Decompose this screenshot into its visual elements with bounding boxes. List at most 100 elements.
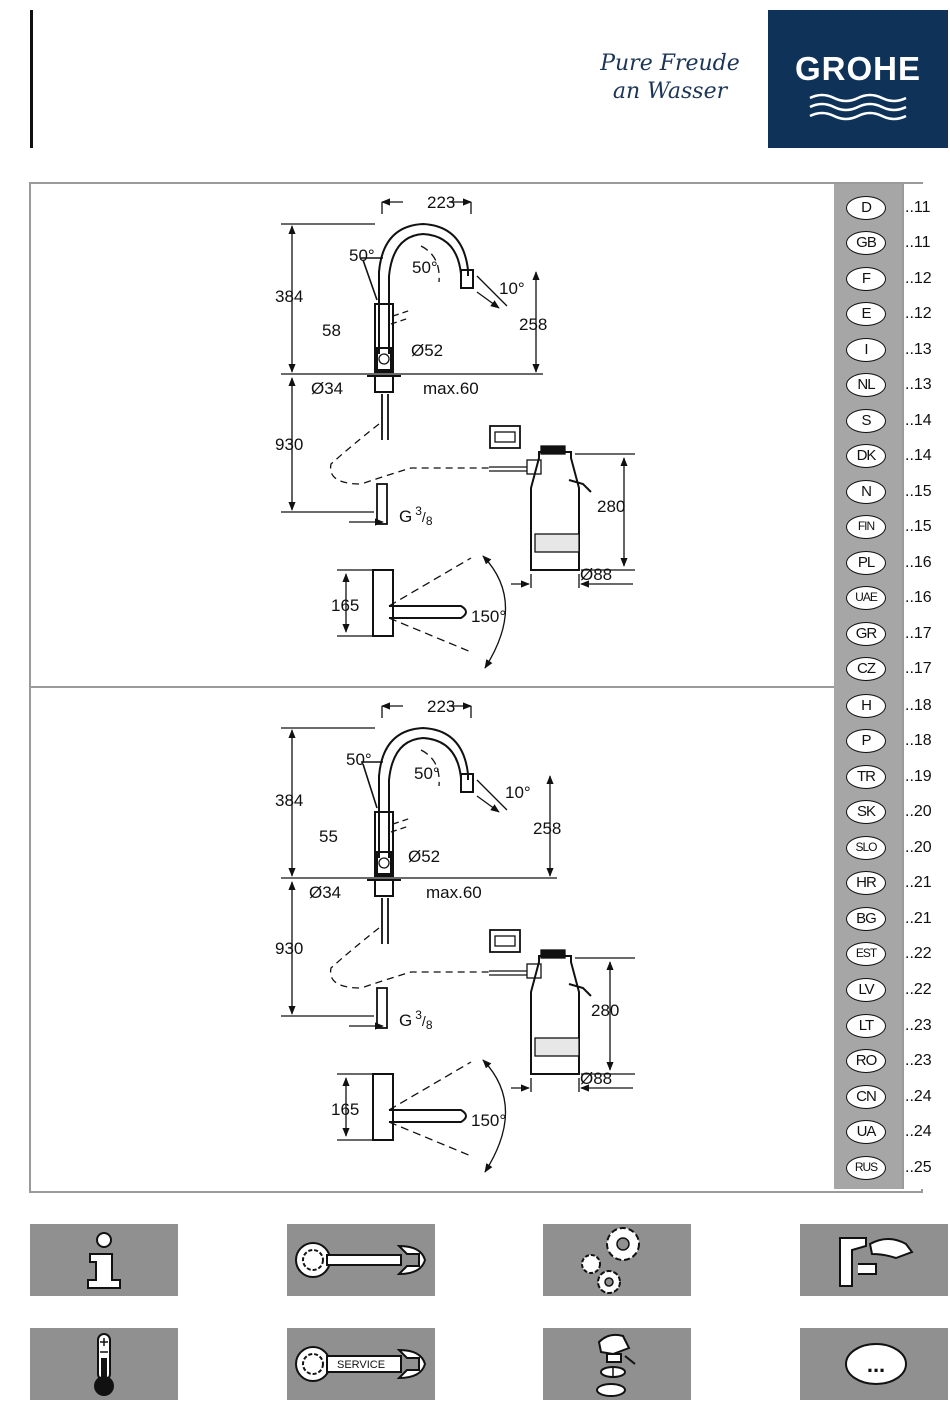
temperature-icon xyxy=(94,1333,114,1396)
brand-slogan: Pure Freude an Wasser xyxy=(560,50,780,106)
language-badge[interactable]: GR xyxy=(846,622,886,646)
service-tile[interactable]: SERVICE xyxy=(287,1328,435,1400)
language-badge[interactable]: N xyxy=(846,480,886,504)
dimension-label: 50° xyxy=(349,246,375,265)
thread-denominator: 8 xyxy=(426,1018,433,1032)
language-badge[interactable]: DK xyxy=(846,444,886,468)
page-reference: ..16 xyxy=(905,554,932,571)
installation-tile[interactable] xyxy=(287,1224,435,1296)
thread-prefix: G xyxy=(399,1011,412,1030)
slogan-line-1: Pure Freude xyxy=(600,51,740,76)
language-badge[interactable]: PL xyxy=(846,551,886,575)
slogan-line-2: an Wasser xyxy=(612,79,728,104)
language-badge[interactable]: SK xyxy=(846,800,886,824)
language-badge[interactable]: H xyxy=(846,694,886,718)
page-reference: ..13 xyxy=(905,341,932,358)
language-badge[interactable]: GB xyxy=(846,231,886,255)
dimension-label: Ø52 xyxy=(411,341,443,360)
page-reference: ..16 xyxy=(905,589,932,606)
technical-drawing-variant-2: 223 50° 50° 384 10° 258 55 Ø52 Ø34 max.6… xyxy=(31,688,834,1191)
information-icon xyxy=(87,1232,121,1289)
dimension-label: 280 xyxy=(597,497,625,516)
dimension-label: max.60 xyxy=(426,883,482,902)
thread-numerator: 3 xyxy=(415,504,422,518)
page-reference: ..12 xyxy=(905,270,932,287)
language-badge[interactable]: D xyxy=(846,196,886,220)
frame-divider xyxy=(29,686,834,688)
dimension-label: 930 xyxy=(275,435,303,454)
logo-wordmark: GROHE xyxy=(794,50,921,87)
language-badge[interactable]: F xyxy=(846,267,886,291)
language-badge[interactable]: S xyxy=(846,409,886,433)
page-reference: ..24 xyxy=(905,1088,932,1105)
language-column xyxy=(834,184,902,1189)
language-badge[interactable]: BG xyxy=(846,907,886,931)
dimension-label: 150° xyxy=(471,607,506,626)
dimension-label: Ø88 xyxy=(580,1069,612,1088)
dimension-label: Ø52 xyxy=(408,847,440,866)
language-badge[interactable]: UA xyxy=(846,1120,886,1144)
more-tile[interactable]: ... xyxy=(800,1328,948,1400)
language-badge[interactable]: LV xyxy=(846,978,886,1002)
dimension-label: Ø34 xyxy=(309,883,341,902)
information-tile[interactable] xyxy=(30,1224,178,1296)
page-reference: ..11 xyxy=(905,199,931,216)
dimension-label: 165 xyxy=(331,596,359,615)
dimension-label: 58 xyxy=(322,321,341,340)
language-badge[interactable]: FIN xyxy=(846,515,886,539)
dimension-label: 50° xyxy=(346,750,372,769)
dimension-label: 384 xyxy=(275,287,303,306)
language-badge[interactable]: TR xyxy=(846,765,886,789)
service-label: SERVICE xyxy=(337,1359,385,1371)
page-reference: ..23 xyxy=(905,1017,932,1034)
page-reference: ..20 xyxy=(905,839,932,856)
operation-tile[interactable] xyxy=(800,1224,948,1296)
dimension-label: 384 xyxy=(275,791,303,810)
adjustment-gears-icon xyxy=(581,1227,640,1294)
thread-numerator: 3 xyxy=(415,1008,422,1022)
adjustment-tile[interactable] xyxy=(543,1224,691,1296)
more-options-icon: ... xyxy=(845,1343,907,1385)
page-reference: ..22 xyxy=(905,945,932,962)
language-badge[interactable]: RUS xyxy=(846,1156,886,1180)
dimension-label: 10° xyxy=(499,279,525,298)
page-reference: ..19 xyxy=(905,768,932,785)
thread-denominator: 8 xyxy=(426,514,433,528)
language-badge[interactable]: P xyxy=(846,729,886,753)
language-badge[interactable]: UAE xyxy=(846,586,886,610)
language-badge[interactable]: CN xyxy=(846,1085,886,1109)
thread-slash: / xyxy=(422,1013,426,1029)
dimension-label: 930 xyxy=(275,939,303,958)
page-number-column xyxy=(902,184,948,1189)
language-badge[interactable]: SLO xyxy=(846,836,886,860)
maintenance-cartridge-icon xyxy=(596,1333,636,1397)
header-rule xyxy=(30,10,33,148)
language-badge[interactable]: NL xyxy=(846,373,886,397)
page-reference: ..18 xyxy=(905,697,932,714)
technical-drawing-svg: 223 50° 50° 384 10° 258 55 Ø52 Ø34 max.6… xyxy=(275,697,635,1173)
language-badge[interactable]: LT xyxy=(846,1014,886,1038)
dimension-label: 165 xyxy=(331,1100,359,1119)
page-reference: ..23 xyxy=(905,1052,932,1069)
page-reference: ..25 xyxy=(905,1159,932,1176)
temperature-tile[interactable] xyxy=(30,1328,178,1400)
page-reference: ..15 xyxy=(905,483,932,500)
language-badge[interactable]: HR xyxy=(846,871,886,895)
page-reference: ..24 xyxy=(905,1123,932,1140)
thread-slash: / xyxy=(422,509,426,525)
page-reference: ..11 xyxy=(905,234,931,251)
dimension-label: 150° xyxy=(471,1111,506,1130)
language-badge[interactable]: CZ xyxy=(846,657,886,681)
language-badge[interactable]: RO xyxy=(846,1049,886,1073)
service-wrench-icon: SERVICE xyxy=(295,1346,427,1382)
page-reference: ..17 xyxy=(905,660,932,677)
language-badge[interactable]: I xyxy=(846,338,886,362)
maintenance-tile[interactable] xyxy=(543,1328,691,1400)
page-reference: ..22 xyxy=(905,981,932,998)
installation-wrench-icon xyxy=(295,1242,427,1278)
language-badge[interactable]: EST xyxy=(846,942,886,966)
language-badge[interactable]: E xyxy=(846,302,886,326)
dimension-label: 55 xyxy=(319,827,338,846)
